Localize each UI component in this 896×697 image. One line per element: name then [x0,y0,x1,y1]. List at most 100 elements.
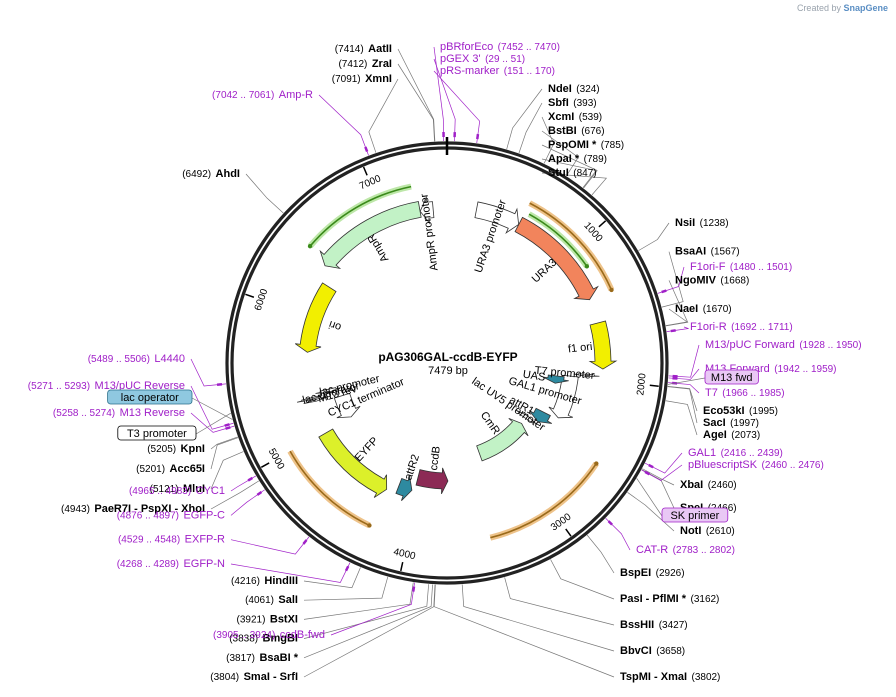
restriction-site-label[interactable]: (3838) BmgBI [229,629,298,646]
primer-label[interactable]: (5271 .. 5293) M13/pUC Reverse [28,376,185,393]
feature-eyfp[interactable] [318,428,388,498]
primer-label[interactable]: (5258 .. 5274) M13 Reverse [53,403,185,420]
restriction-site-label[interactable]: (3921) BstXI [237,609,298,626]
restriction-site-label[interactable]: (5121) MluI [150,479,205,496]
primer-name: M13/pUC Forward [705,339,795,351]
primer-label[interactable]: pRS-marker (151 .. 170) [440,61,555,78]
primer-label[interactable]: pBluescriptSK (2460 .. 2476) [688,455,824,472]
primer-label[interactable]: F1ori-F (1480 .. 1501) [690,257,792,274]
primer-label[interactable]: GAL1 (2416 .. 2439) [688,443,783,460]
restriction-site-label[interactable]: ApaI * (789) [548,149,607,166]
feature-t7-promoter[interactable] [573,373,600,377]
primer-name: F1ori-R [690,321,727,333]
restriction-site-label[interactable]: AgeI (2073) [703,425,760,442]
primer-label[interactable]: T7 (1966 .. 1985) [705,383,785,400]
restriction-site-label[interactable]: Eco53kI (1995) [703,401,778,418]
boxed-label-lac-operator[interactable]: lac operator [107,389,193,405]
restriction-site-label[interactable]: (3817) BsaBI * [226,648,299,665]
site-name: SbfI [548,97,569,109]
feature-cyc1-terminator[interactable] [333,392,361,419]
restriction-site-label[interactable]: (7414) AatII [335,39,392,56]
restriction-site-label[interactable]: XcmI (539) [548,107,602,124]
restriction-site-label[interactable]: NdeI (324) [548,79,600,96]
site-name: PasI - PflMI * [620,593,687,605]
feature-cmr[interactable] [476,418,529,462]
primer-label[interactable]: (4965 .. 4983) CYC1 [129,481,225,498]
restriction-site-label[interactable]: (7412) ZraI [338,54,392,71]
feature-attr2[interactable] [395,475,413,501]
site-name: AgeI [703,429,727,441]
primer-label[interactable]: (4268 .. 4289) EGFP-N [117,554,225,571]
restriction-site-label[interactable]: (5201) Acc65I [136,459,205,476]
feature-lac-uv5-promoter[interactable] [515,409,538,425]
restriction-site-label[interactable]: BstBI (676) [548,121,605,138]
boxed-label-sk-primer[interactable]: SK primer [661,507,729,523]
boxed-label-m13-fwd[interactable]: M13 fwd [704,369,759,385]
site-name: BstBI [548,125,577,137]
site-name: BsaAI [675,246,706,258]
primer-label[interactable]: (4529 .. 4548) EXFP-R [118,530,225,547]
orf-arrowhead [594,461,599,466]
restriction-site-label[interactable]: PasI - PflMI * (3162) [620,589,719,606]
label-leader [644,452,683,474]
feature-ori[interactable] [294,282,337,353]
feature-uas[interactable] [542,374,569,384]
primer-label[interactable]: CAT-R (2783 .. 2802) [636,540,735,557]
restriction-site-label[interactable]: NotI (2610) [680,521,735,538]
restriction-site-label[interactable]: XbaI (2460) [680,475,737,492]
site-coordinate: (3658) [656,646,685,657]
restriction-site-label[interactable]: BspEI (2926) [620,563,685,580]
orf-line [528,213,588,267]
orf-line [490,463,597,539]
primer-label[interactable]: pGEX 3' (29 .. 51) [440,49,525,66]
primer-label[interactable]: F1ori-R (1692 .. 1711) [690,317,793,334]
restriction-site-label[interactable]: (6492) AhdI [182,164,240,181]
site-name: BsaBI * [259,652,298,664]
restriction-site-label[interactable]: (4061) SalI [245,590,298,607]
feature-ampr-promoter[interactable] [419,195,435,225]
label-leader [586,534,615,574]
feature-gal1-promoter[interactable] [548,374,579,419]
orf-arrowhead [307,243,313,249]
feature-ccdb[interactable] [415,467,449,495]
feature-ampr[interactable] [319,201,422,270]
label-leader [210,451,244,490]
restriction-site-label[interactable]: (5205) KpnI [147,439,205,456]
restriction-site-label[interactable]: StuI (847) [548,163,597,180]
feature-ura3[interactable] [514,216,599,301]
primer-label[interactable]: (3905 .. 3924) ccdB-fwd [213,625,325,642]
feature-f1-ori[interactable] [588,320,618,370]
restriction-site-label[interactable]: NgoMIV (1668) [675,270,749,287]
boxed-label-t3-promoter[interactable]: T3 promoter [117,425,197,441]
primer-coordinate: (4529 .. 4548) [118,535,180,546]
restriction-site-label[interactable]: NaeI (1670) [675,299,732,316]
label-leader [506,88,543,150]
restriction-site-label[interactable]: (4216) HindIII [231,571,298,588]
restriction-site-label[interactable]: SbfI (393) [548,93,597,110]
restriction-site-label[interactable]: NsiI (1238) [675,213,729,230]
primer-mark [607,520,613,526]
primer-name: CAT-R [636,544,668,556]
site-coordinate: (1670) [703,304,732,315]
primer-label[interactable]: pBRforEco (7452 .. 7470) [440,37,560,54]
restriction-site-label[interactable]: SacI (1997) [703,413,759,430]
site-coordinate: (5121) [150,484,179,495]
primer-label[interactable]: (5489 .. 5506) L4440 [88,349,185,366]
feature-lac-operator[interactable] [296,395,323,403]
primer-mark [225,426,231,430]
restriction-site-label[interactable]: PspOMI * (785) [548,135,624,152]
restriction-site-label[interactable]: (4943) PaeR7I - PspXI - XhoI [61,499,205,516]
primer-label[interactable]: (7042 .. 7061) Amp-R [212,85,313,102]
primer-label[interactable]: (4876 .. 4897) EGFP-C [117,505,225,522]
primer-label[interactable]: M13/pUC Forward (1928 .. 1950) [705,335,862,352]
feature-ura3-promoter[interactable] [474,201,520,234]
restriction-site-label[interactable]: BssHII (3427) [620,615,688,632]
feature-lac-promoter[interactable] [315,387,341,394]
feature-attr1[interactable] [528,407,552,424]
restriction-site-label[interactable]: BsaAI (1567) [675,242,740,259]
restriction-site-label[interactable]: (7091) XmnI [332,69,392,86]
restriction-site-label[interactable]: TspMI - XmaI (3802) [620,667,720,684]
restriction-site-label[interactable]: (3804) SmaI - SrfI [210,667,298,684]
feature-m13-rev[interactable] [303,396,329,405]
restriction-site-label[interactable]: BbvCI (3658) [620,641,685,658]
